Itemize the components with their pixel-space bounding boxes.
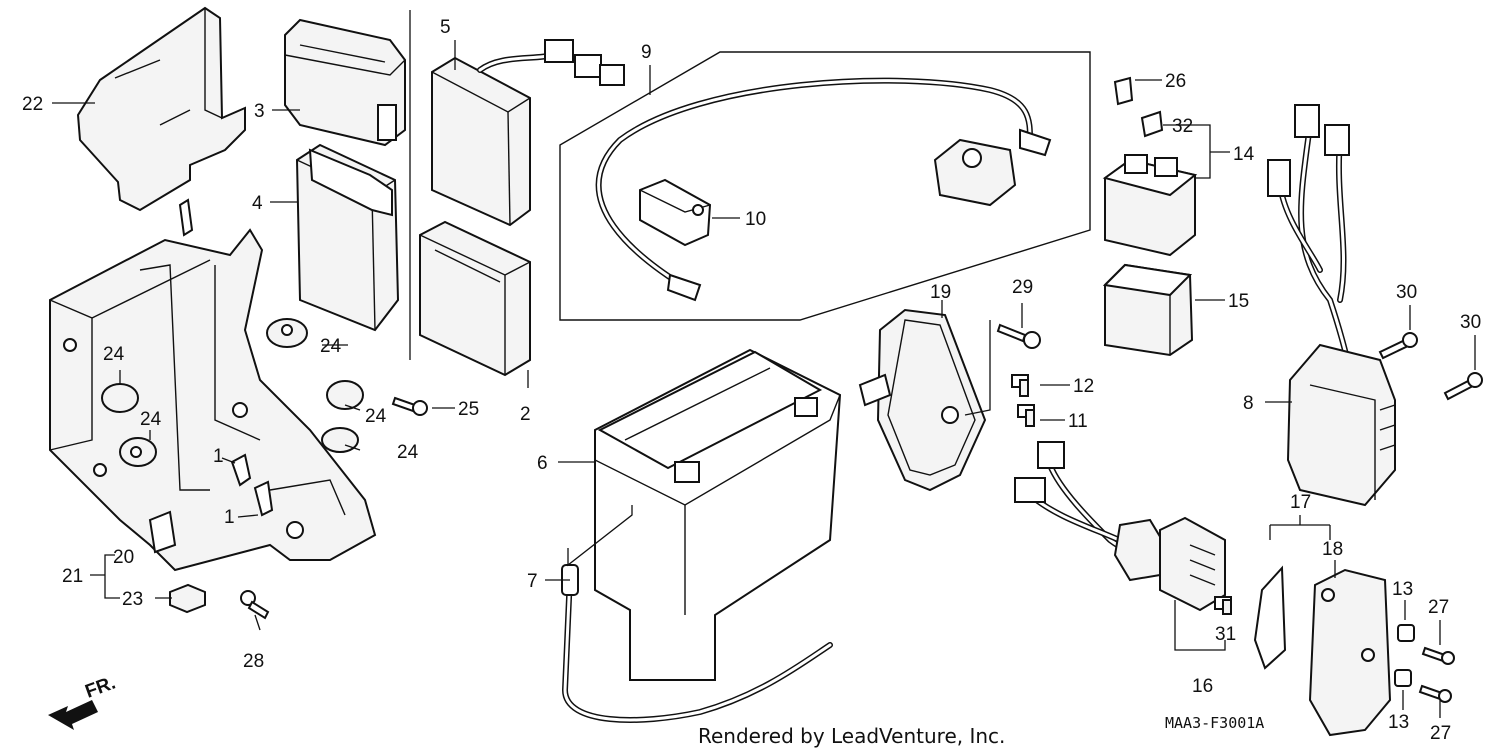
callout-17: 17: [1290, 492, 1311, 513]
bolt-27a[interactable]: [1421, 646, 1455, 665]
direction-label: FR.: [83, 672, 119, 702]
callout-24d: 24: [365, 406, 387, 427]
leader-lines: [52, 40, 1476, 718]
footer-credit: Rendered by LeadVenture, Inc.: [698, 724, 1005, 748]
collar-13a[interactable]: [1397, 624, 1415, 642]
callout-27a: 27: [1428, 597, 1449, 618]
callout-21: 21: [62, 566, 83, 587]
callout-1b: 1: [224, 507, 235, 528]
rubber-mount-24a[interactable]: [266, 318, 308, 348]
cdi-unit-5[interactable]: [431, 39, 625, 227]
fuse-31[interactable]: [1214, 596, 1232, 615]
callout-4: 4: [252, 193, 263, 214]
callout-5: 5: [440, 17, 451, 38]
battery-tray-21[interactable]: [49, 198, 377, 572]
bracket-20[interactable]: [148, 510, 177, 554]
callout-22: 22: [22, 94, 43, 115]
terminal-10[interactable]: [639, 178, 712, 247]
drawing-code: MAA3-F3001A: [1165, 714, 1264, 732]
holder-2[interactable]: [419, 220, 531, 377]
seal-17[interactable]: [1253, 565, 1287, 670]
callout-15: 15: [1228, 291, 1249, 312]
callout-12: 12: [1073, 376, 1094, 397]
leader-29: [964, 320, 991, 416]
collar-13b[interactable]: [1394, 669, 1412, 687]
bolt-28[interactable]: [240, 590, 270, 620]
callout-26: 26: [1165, 71, 1186, 92]
rubber-mount-24d[interactable]: [119, 437, 157, 467]
relay-holder-15[interactable]: [1102, 263, 1194, 357]
rubber-mount-24e[interactable]: [321, 427, 359, 453]
bolt-30b[interactable]: [1443, 372, 1483, 401]
screw-29[interactable]: [996, 323, 1041, 349]
bolt-30a[interactable]: [1378, 332, 1418, 360]
callout-14: 14: [1233, 144, 1255, 165]
callout-11: 11: [1068, 411, 1088, 432]
fuse-box-cover-19[interactable]: [858, 308, 987, 492]
battery-6[interactable]: [594, 348, 842, 681]
callout-30a: 30: [1396, 282, 1417, 303]
callout-32: 32: [1172, 116, 1193, 137]
callout-8: 8: [1243, 393, 1254, 414]
front-direction-arrow: FR.: [48, 672, 118, 730]
callout-13b: 13: [1388, 712, 1409, 733]
callout-24c: 24: [140, 409, 162, 430]
ecu-module-4[interactable]: [295, 143, 400, 332]
callout-7: 7: [527, 571, 538, 592]
callout-18: 18: [1322, 539, 1343, 560]
starter-relay-block[interactable]: [933, 138, 1017, 207]
callout-1a: 1: [213, 446, 224, 467]
fuse-12[interactable]: [1011, 374, 1029, 397]
cover-3[interactable]: [284, 18, 406, 147]
callout-16: 16: [1192, 676, 1213, 697]
cushion-23[interactable]: [169, 583, 206, 614]
callout-9: 9: [641, 42, 652, 63]
callout-20: 20: [113, 547, 134, 568]
callout-31: 31: [1215, 624, 1236, 645]
callout-24e: 24: [397, 442, 419, 463]
relay-14[interactable]: [1102, 76, 1198, 257]
callout-24a: 24: [320, 336, 342, 357]
fuse-11[interactable]: [1017, 404, 1035, 427]
rubber-mount-24b[interactable]: [101, 383, 139, 413]
callout-13a: 13: [1392, 579, 1413, 600]
callout-19: 19: [930, 282, 951, 303]
callout-27b: 27: [1430, 723, 1451, 744]
regulator-8[interactable]: [1267, 104, 1396, 507]
cable-set-9[interactable]: [559, 51, 1091, 321]
rubber-mount-24c[interactable]: [326, 380, 364, 410]
callout-30b: 30: [1460, 312, 1481, 333]
callout-10: 10: [745, 209, 766, 230]
callout-6: 6: [537, 453, 548, 474]
callout-28: 28: [243, 651, 264, 672]
callout-25: 25: [458, 399, 479, 420]
clip-1b[interactable]: [253, 480, 274, 517]
bolt-27b[interactable]: [1418, 684, 1452, 703]
callout-labels: 1 1 2 3 4 5 6 7 8 9 10 11 12 13 13 14 15…: [22, 17, 1481, 744]
fuse-box-harness-16[interactable]: [1014, 441, 1226, 612]
clip-1a[interactable]: [230, 453, 252, 487]
callout-24b: 24: [103, 344, 125, 365]
callout-29: 29: [1012, 277, 1033, 298]
bolt-25[interactable]: [391, 396, 428, 416]
callout-2: 2: [520, 404, 531, 425]
cover-18[interactable]: [1308, 568, 1392, 737]
bracket-22[interactable]: [76, 6, 246, 212]
callout-3: 3: [254, 101, 265, 122]
callout-23: 23: [122, 589, 143, 610]
